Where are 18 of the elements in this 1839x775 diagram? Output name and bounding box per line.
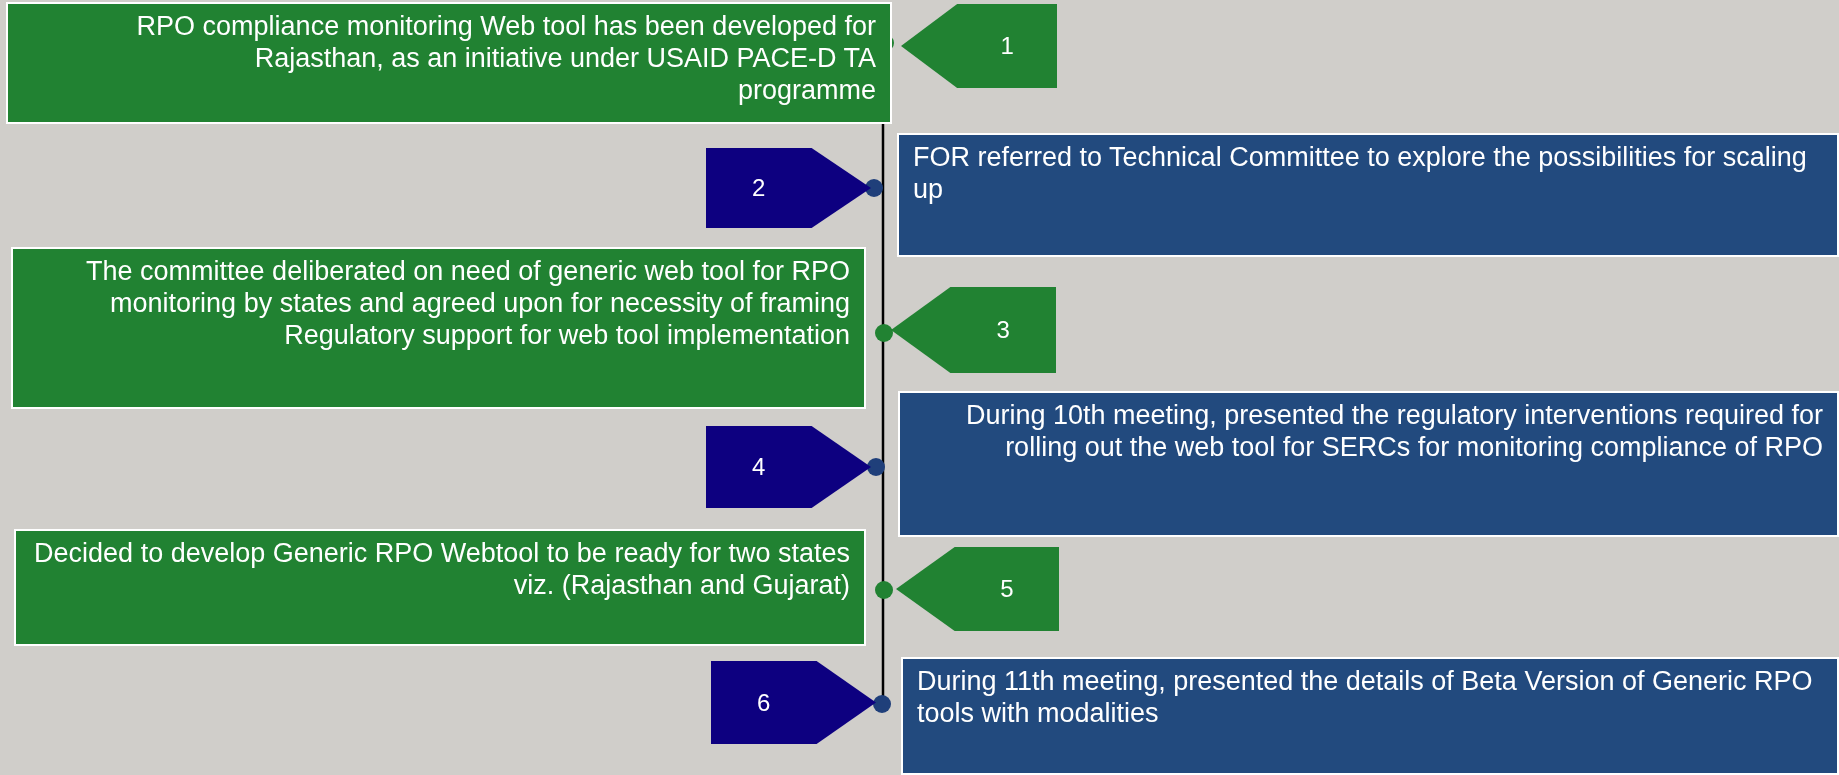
description-text: During 11th meeting, presented the details of Beta Version of Generic RPO tools with modalities [917,665,1814,729]
text-box [11,247,866,409]
step-number: 5 [999,575,1015,603]
text-box [14,529,866,646]
text-box [897,133,1839,257]
description-text: RPO compliance monitoring Web tool has been developed for Rajasthan, as an initiative under USAID PACE-D TA programme [135,10,876,106]
step-number: 4 [751,453,767,481]
description-text: FOR referred to Technical Committee to explore the possibilities for scaling up [913,141,1808,205]
description-text: The committee deliberated on need of generic web tool for RPO monitoring by states and agreed upon for necessity of framing Regulatory support for web tool implementation [85,255,850,351]
step-number: 3 [995,316,1011,344]
step-number: 2 [751,174,767,202]
description-text: Decided to develop Generic RPO Webtool to be ready for two states viz. (Rajasthan and Gujarat) [33,537,850,601]
step-number: 6 [756,688,772,717]
text-box [6,2,892,124]
text-box [898,391,1839,537]
step-number: 1 [999,32,1015,60]
text-box [901,657,1839,775]
description-text: During 10th meeting, presented the regulatory interventions required for rolling out the web tool for SERCs for monitoring compliance of RPO [965,399,1823,463]
